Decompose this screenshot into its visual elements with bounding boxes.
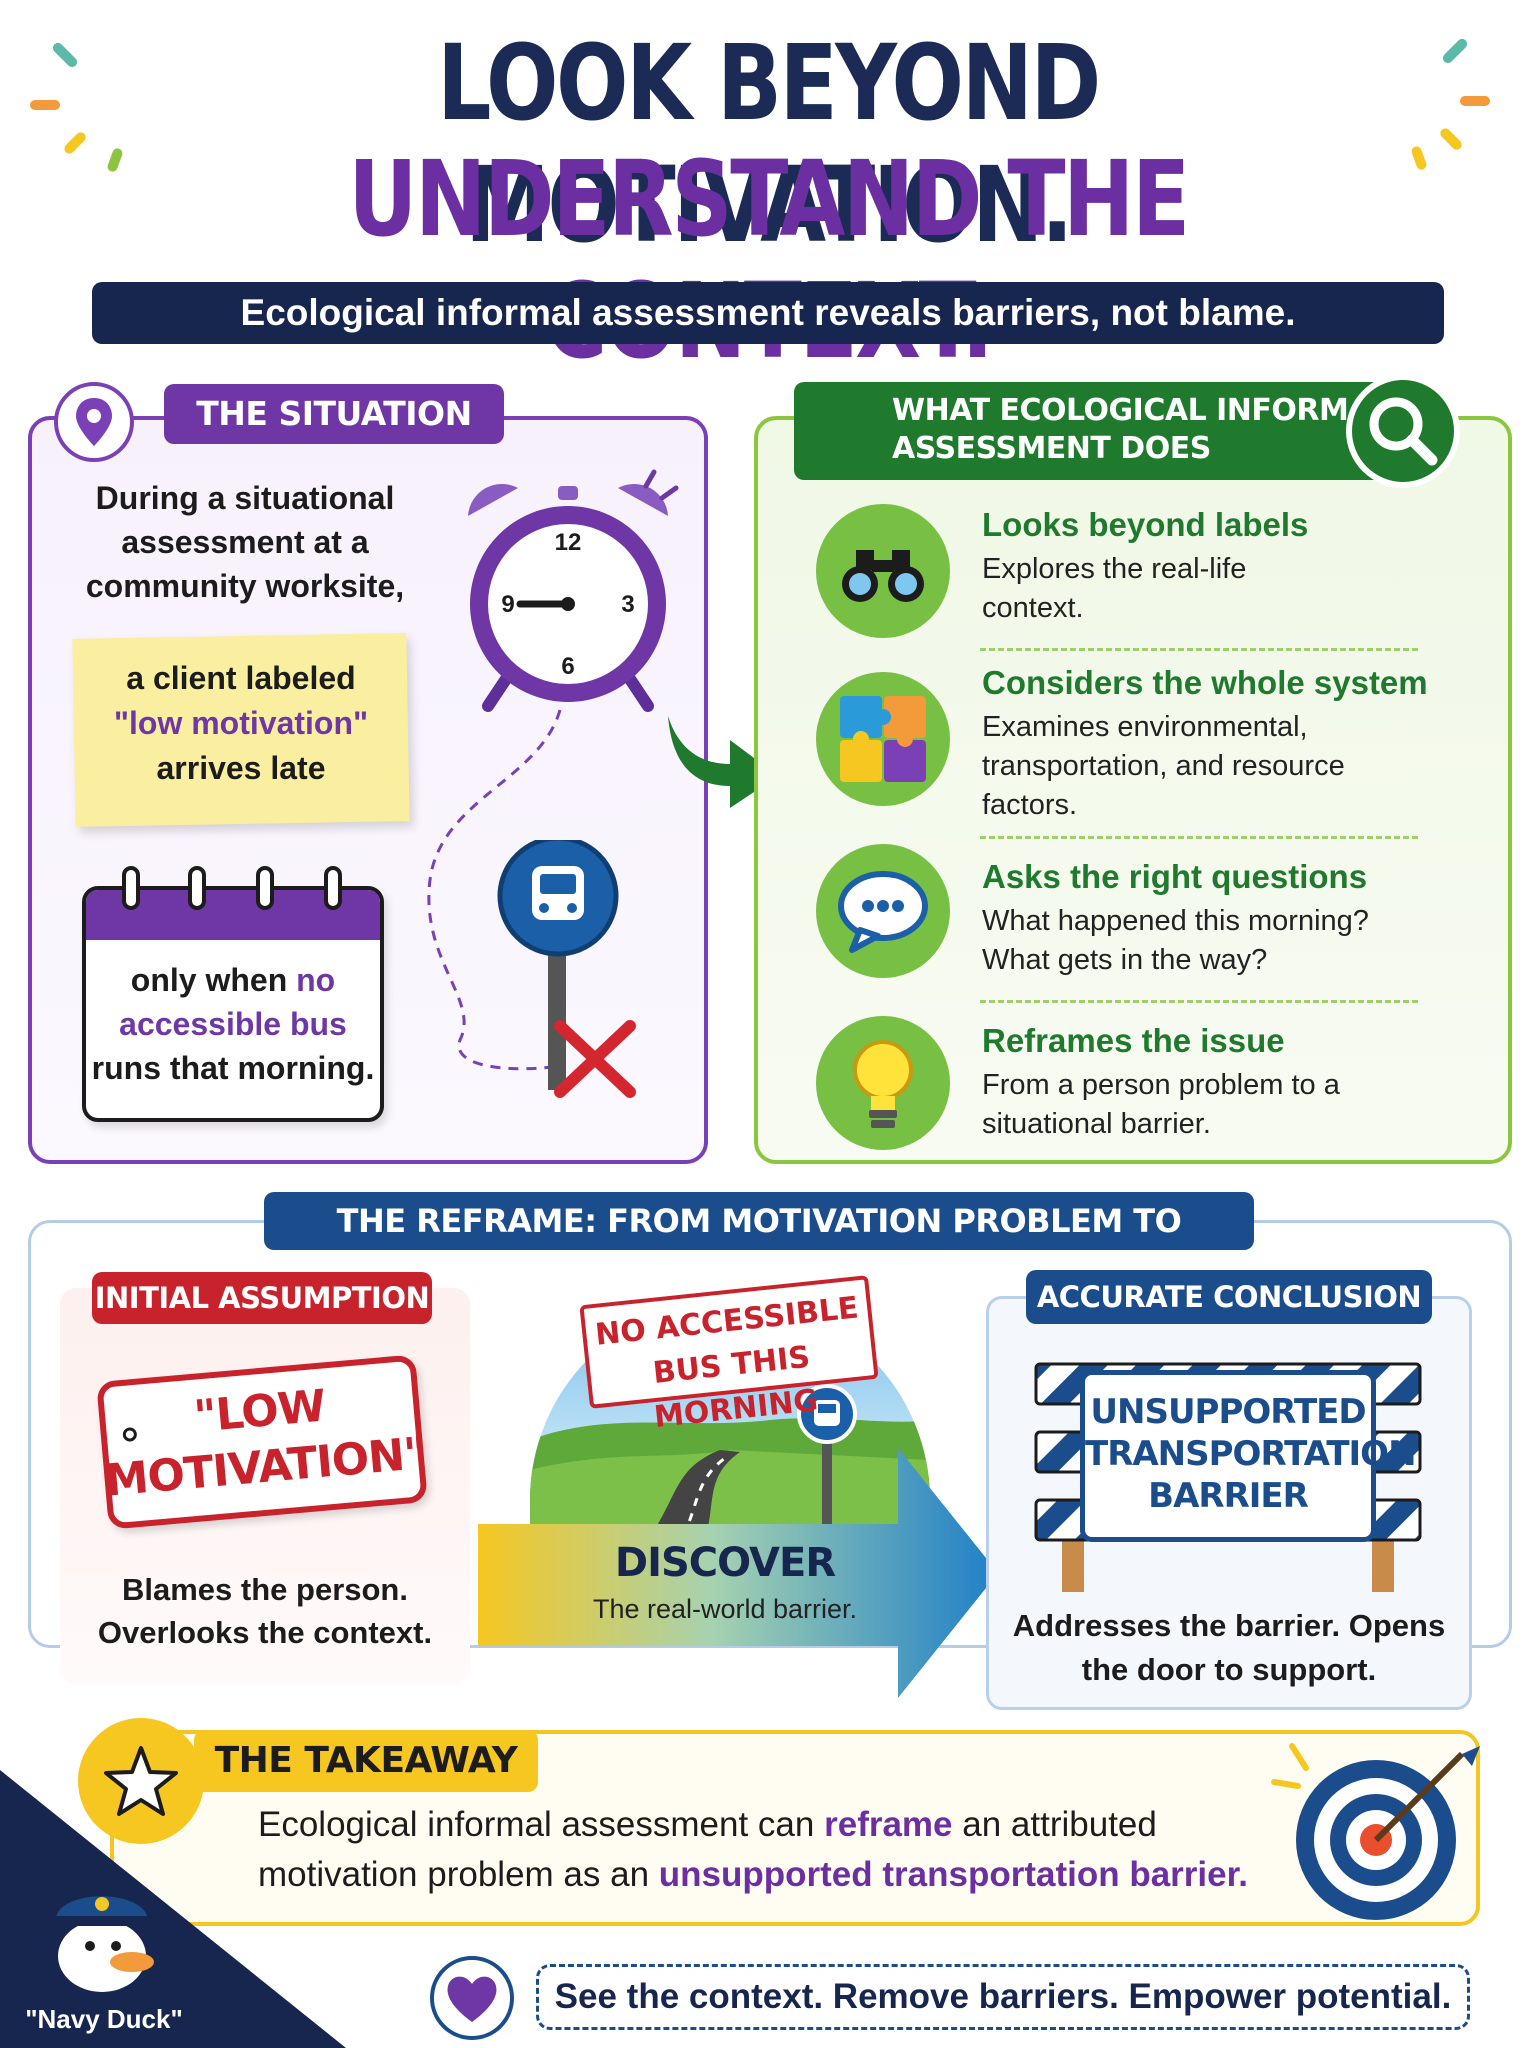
lightbulb-icon [816, 1016, 950, 1150]
clock-number-9: 9 [501, 591, 514, 618]
dashed-path [427, 709, 562, 1071]
clock-number-12: 12 [555, 529, 582, 556]
clock-number-3: 3 [621, 591, 634, 618]
calendar-text: only when no accessible bus runs that mo… [82, 958, 384, 1090]
takeaway-text: Ecological informal assessment can refra… [258, 1805, 1249, 1894]
eco-item-3-desc: What happened this morning? What gets in… [982, 905, 1369, 976]
eco-item-2-title: Considers the whole system [982, 664, 1428, 701]
eco-item-4-title: Reframes the issue [982, 1022, 1285, 1059]
takeaway-label: THE TAKEAWAY [194, 1730, 538, 1792]
calendar-ring [324, 866, 342, 910]
sticky-highlight: "low motivation" [113, 705, 369, 741]
eco-item-1-desc: Explores the real-life context. [982, 553, 1247, 624]
divider [980, 1000, 1418, 1003]
barrier-sign-text: UNSUPPORTED TRANSPORTATION BARRIER [1080, 1370, 1417, 1542]
target-icon [1271, 1743, 1480, 1920]
discover-arrow [478, 1448, 998, 1698]
subtitle-banner: Ecological informal assessment reveals b… [92, 282, 1444, 344]
takeaway-highlight-barrier: unsupported transportation barrier. [658, 1855, 1249, 1894]
chat-bubble-icon [816, 844, 950, 978]
sparkle-icon [1438, 126, 1464, 152]
sparkle-icon [62, 130, 88, 156]
binoculars-icon [816, 504, 950, 638]
sticky-note-text: a client labeled "low motivation" arrive… [74, 656, 408, 791]
sticky-line-1: a client labeled [126, 660, 356, 696]
puzzle-icon [816, 672, 950, 806]
sparkle-icon [1410, 145, 1428, 171]
calendar-ring [188, 866, 206, 910]
calendar-prefix: only when [130, 962, 288, 998]
situation-intro: During a situational assessment at a com… [85, 480, 405, 604]
accurate-conclusion-desc: Addresses the barrier. Opens the door to… [1012, 1608, 1446, 1687]
sparkle-icon [30, 100, 60, 110]
divider [980, 648, 1418, 651]
situation-label: THE SITUATION [164, 384, 504, 444]
calendar-highlight-no: no [296, 962, 336, 998]
mascot-label: "Navy Duck" [25, 2004, 183, 2034]
clock-number-6: 6 [561, 653, 574, 680]
star-icon [78, 1718, 204, 1844]
eco-item-3-title: Asks the right questions [982, 858, 1368, 895]
sparkle-icon [1460, 96, 1490, 106]
divider [980, 836, 1418, 839]
eco-assessment-label: WHAT ECOLOGICAL INFORMAL ASSESSMENT DOES [794, 382, 1394, 480]
title-line-1: LOOK BEYOND MOTIVATION. [437, 22, 1101, 266]
calendar-highlight: accessible bus [119, 1006, 347, 1042]
calendar-card [82, 886, 384, 1122]
footer-tagline: See the context. Remove barriers. Empowe… [536, 1964, 1470, 2030]
sparkle-icon [106, 147, 124, 173]
takeaway-highlight-reframe: reframe [824, 1805, 953, 1844]
magnifying-glass-icon [1346, 374, 1460, 488]
initial-assumption-desc: Blames the person. Overlooks the context… [97, 1572, 433, 1650]
title-line-2: UNDERSTAND THE CONTEXT. [348, 138, 1190, 382]
accurate-conclusion-label: ACCURATE CONCLUSION [1026, 1270, 1432, 1324]
calendar-ring [256, 866, 274, 910]
heart-icon [430, 1956, 514, 2040]
eco-item-1-title: Looks beyond labels [982, 506, 1309, 543]
reframe-label: THE REFRAME: FROM MOTIVATION PROBLEM TO … [264, 1192, 1254, 1298]
calendar-suffix: runs that morning. [91, 1050, 375, 1086]
bus-stop-sign-icon [497, 840, 636, 1098]
navy-duck-mascot-icon [54, 1896, 154, 1992]
location-pin-icon [54, 382, 134, 462]
sticky-line-2: arrives late [156, 750, 326, 786]
sparkle-icon [50, 40, 80, 70]
initial-assumption-label: INITIAL ASSUMPTION [92, 1272, 432, 1324]
green-arrow-icon [668, 716, 778, 808]
discover-subtitle: The real-world barrier. [592, 1594, 858, 1624]
alarm-clock-icon: 12 3 6 9 [468, 469, 679, 712]
discover-title: DISCOVER [614, 1540, 836, 1586]
eco-item-4-desc: From a person problem to a situational b… [982, 1069, 1340, 1140]
eco-item-2-desc: Examines environmental, transportation, … [982, 711, 1345, 821]
calendar-ring [122, 866, 140, 910]
sparkle-icon [1440, 36, 1470, 66]
